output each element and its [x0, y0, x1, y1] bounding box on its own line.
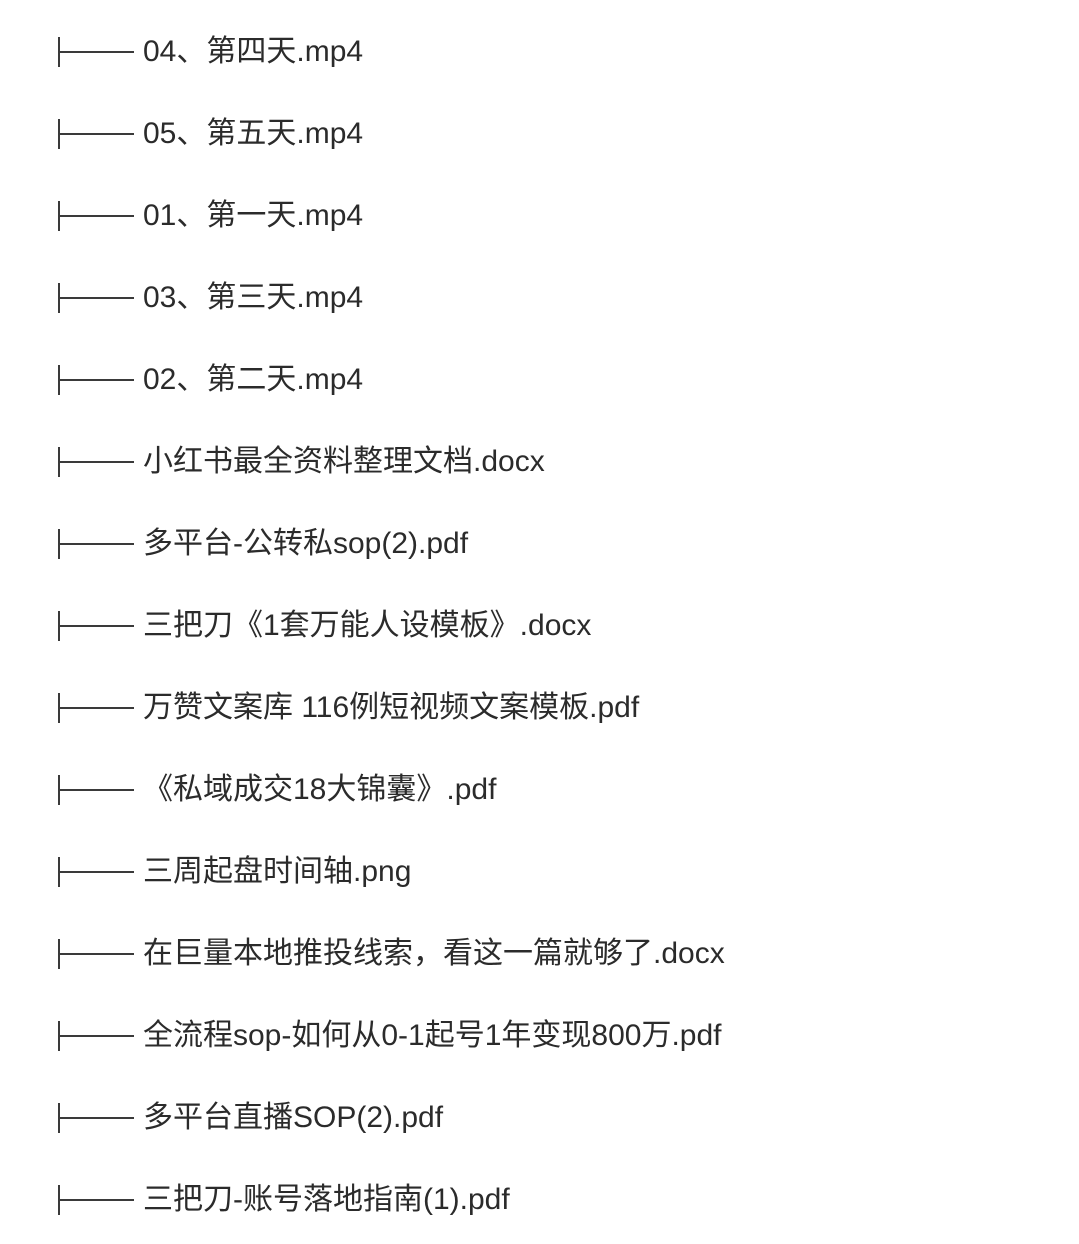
file-name: 02、第二天.mp4	[143, 363, 364, 396]
tree-item[interactable]: 全流程sop-如何从0-1起号1年变现800万.pdf	[0, 1019, 1079, 1061]
file-name: 全流程sop-如何从0-1起号1年变现800万.pdf	[143, 1019, 722, 1052]
tree-item[interactable]: 04、第四天.mp4	[0, 35, 1079, 77]
file-name: 三把刀《1套万能人设模板》.docx	[143, 609, 592, 642]
tree-item[interactable]: 多平台直播SOP(2).pdf	[0, 1101, 1079, 1143]
file-name: 万赞文案库 116例短视频文案模板.pdf	[143, 691, 640, 724]
tree-branch-icon	[58, 1103, 136, 1133]
tree-item[interactable]: 三周起盘时间轴.png	[0, 855, 1079, 897]
tree-branch-icon	[58, 529, 136, 559]
file-name: 03、第三天.mp4	[143, 281, 364, 314]
tree-branch-icon	[58, 201, 136, 231]
tree-branch-icon	[58, 939, 136, 969]
file-name: 05、第五天.mp4	[143, 117, 364, 150]
tree-item[interactable]: 三把刀《1套万能人设模板》.docx	[0, 609, 1079, 651]
tree-item[interactable]: 在巨量本地推投线索，看这一篇就够了.docx	[0, 937, 1079, 979]
tree-branch-icon	[58, 693, 136, 723]
tree-branch-icon	[58, 37, 136, 67]
tree-item[interactable]: 03、第三天.mp4	[0, 281, 1079, 323]
tree-item[interactable]: 多平台-公转私sop(2).pdf	[0, 527, 1079, 569]
tree-branch-icon	[58, 857, 136, 887]
file-name: 小红书最全资料整理文档.docx	[143, 445, 545, 478]
tree-branch-icon	[58, 775, 136, 805]
file-name: 三把刀-账号落地指南(1).pdf	[143, 1183, 510, 1216]
file-name: 多平台直播SOP(2).pdf	[143, 1101, 444, 1134]
file-name: 多平台-公转私sop(2).pdf	[143, 527, 469, 560]
tree-item[interactable]: 小红书最全资料整理文档.docx	[0, 445, 1079, 487]
tree-branch-icon	[58, 283, 136, 313]
file-name: 04、第四天.mp4	[143, 35, 364, 68]
tree-branch-icon	[58, 1021, 136, 1051]
file-name: 《私域成交18大锦囊》.pdf	[143, 773, 497, 806]
tree-branch-icon	[58, 611, 136, 641]
tree-branch-icon	[58, 365, 136, 395]
file-name: 在巨量本地推投线索，看这一篇就够了.docx	[143, 937, 725, 970]
tree-item[interactable]: 《私域成交18大锦囊》.pdf	[0, 773, 1079, 815]
tree-branch-icon	[58, 119, 136, 149]
tree-item[interactable]: 02、第二天.mp4	[0, 363, 1079, 405]
tree-branch-icon	[58, 447, 136, 477]
tree-item[interactable]: 三把刀-账号落地指南(1).pdf	[0, 1183, 1079, 1225]
tree-branch-icon	[58, 1185, 136, 1215]
tree-item[interactable]: 05、第五天.mp4	[0, 117, 1079, 159]
tree-item[interactable]: 01、第一天.mp4	[0, 199, 1079, 241]
file-name: 01、第一天.mp4	[143, 199, 364, 232]
tree-item[interactable]: 万赞文案库 116例短视频文案模板.pdf	[0, 691, 1079, 733]
file-name: 三周起盘时间轴.png	[143, 855, 412, 888]
